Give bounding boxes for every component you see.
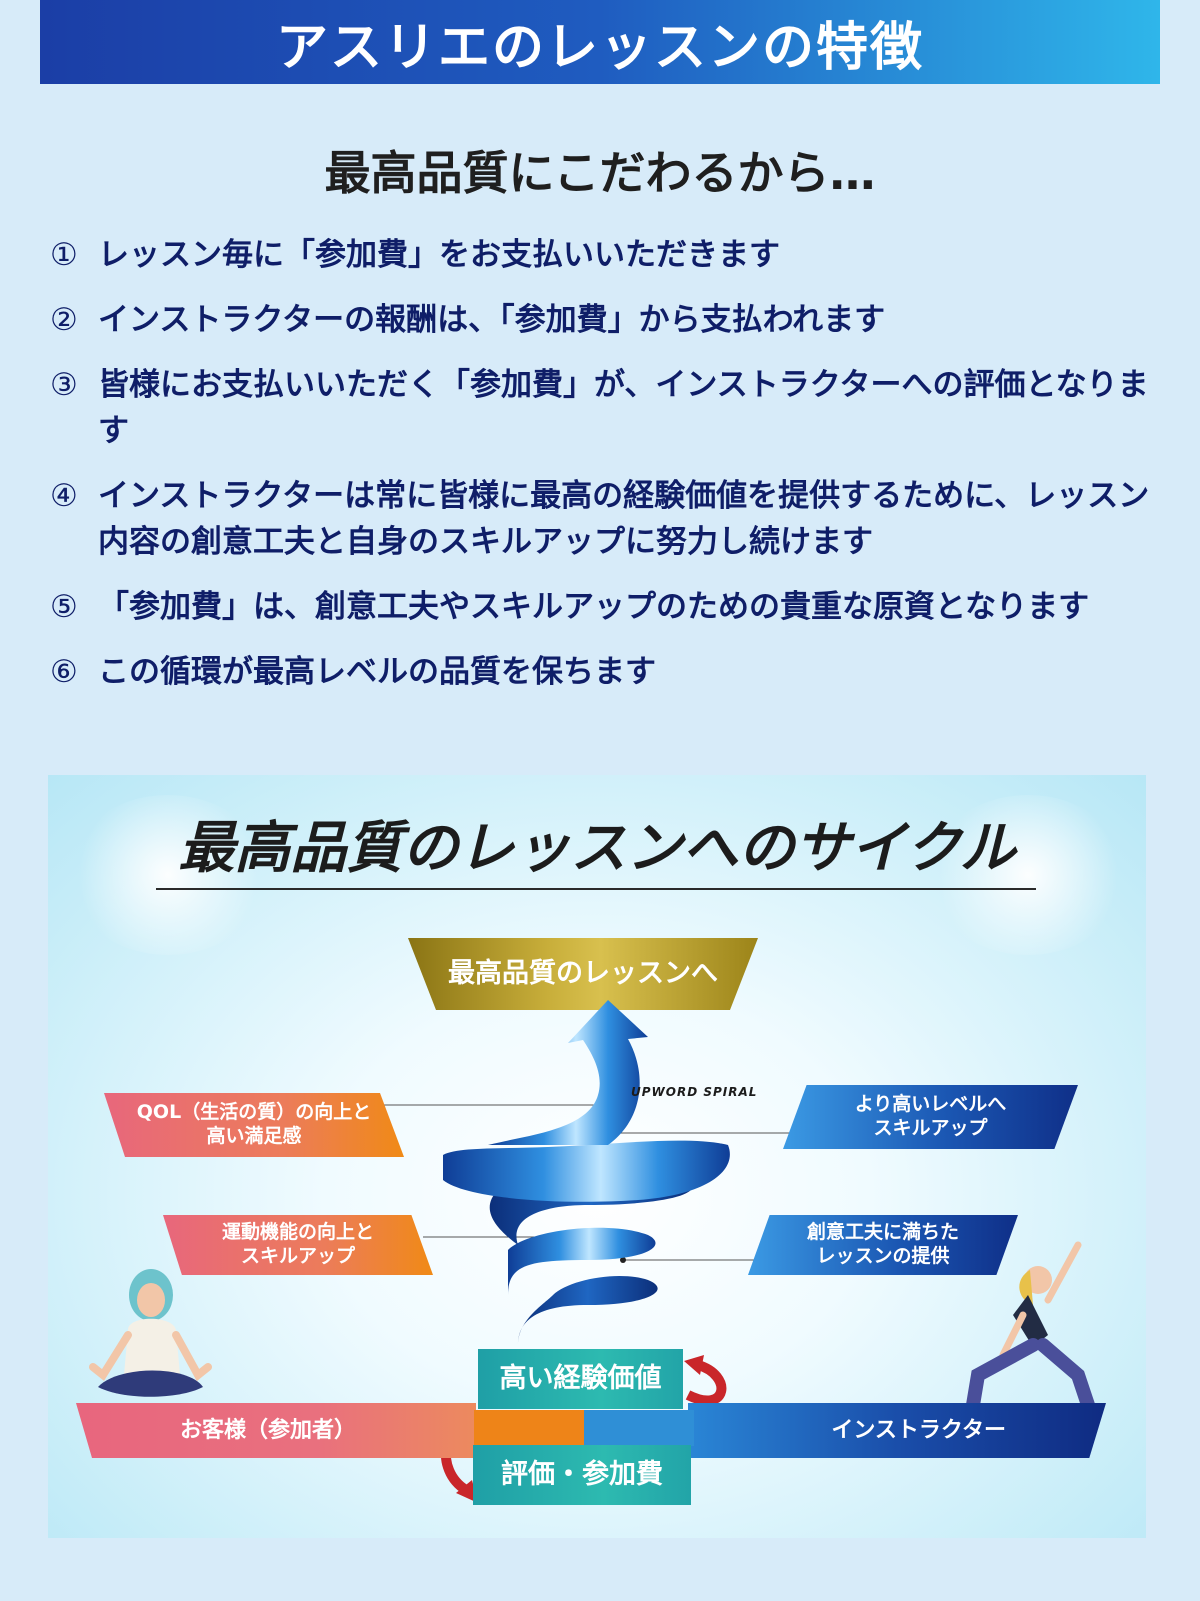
stretching-woman-illustration <box>966 1241 1095 1412</box>
item-text: インストラクターの報酬は、「参加費」から支払われます <box>98 302 886 338</box>
item-number: ④ <box>50 478 78 514</box>
subtitle: 最高品質にこだわるから… <box>324 146 876 200</box>
motor-function-banner: 運動機能の向上と スキルアップ <box>163 1215 433 1275</box>
cycle-diagram: 最高品質のレッスンへのサイクル 最高品質のレッスンへ <box>48 775 1146 1538</box>
list-item: ② インストラクターの報酬は、「参加費」から支払われます <box>50 297 1160 343</box>
cycle-arrow-right <box>685 1360 727 1406</box>
spiral-arrow <box>488 1000 648 1145</box>
cycle-arrowhead <box>684 1355 704 1375</box>
item-text: 「参加費」は、創意工夫やスキルアップのための貴重な原資となります <box>98 589 1090 625</box>
experience-value-badge: 高い経験価値 <box>478 1349 683 1409</box>
section-header: アスリエのレッスンの特徴 <box>40 0 1160 84</box>
light-glow <box>928 795 1128 955</box>
list-item: ③ 皆様にお支払いいただく「参加費」が、インストラクターへの評価となります <box>50 362 1160 454</box>
item-number: ① <box>50 237 78 273</box>
top-goal-banner: 最高品質のレッスンへ <box>408 938 758 1010</box>
item-number: ⑥ <box>50 654 78 690</box>
item-number: ③ <box>50 367 78 403</box>
light-glow <box>68 795 268 955</box>
meditating-woman-illustration <box>89 1269 212 1397</box>
item-number: ⑤ <box>50 589 78 625</box>
customer-banner: お客様（参加者） <box>76 1403 476 1458</box>
evaluation-fee-badge: 評価・参加費 <box>473 1445 691 1505</box>
item-text: レッスン毎に「参加費」をお支払いいただきます <box>98 237 780 273</box>
item-text: インストラクターは常に皆様に最高の経験価値を提供するために、レッスン内容の創意工… <box>98 478 1150 560</box>
spiral-ribbon <box>443 1140 730 1202</box>
list-item: ④ インストラクターは常に皆様に最高の経験価値を提供するために、レッスン内容の創意… <box>50 473 1160 565</box>
cycle-arrowhead <box>456 1480 478 1503</box>
benefit-qol-banner: QOL（生活の質）の向上と 高い満足感 <box>104 1093 404 1157</box>
skill-up-banner: より高いレベルへ スキルアップ <box>783 1085 1078 1149</box>
spiral-ribbon <box>518 1275 658 1345</box>
instructor-banner: インストラクター <box>688 1403 1106 1458</box>
creative-lesson-banner: 創意工夫に満ちた レッスンの提供 <box>748 1215 1018 1275</box>
spiral-label: UPWORD SPIRAL <box>631 1085 758 1099</box>
item-text: 皆様にお支払いいただく「参加費」が、インストラクターへの評価となります <box>98 367 1149 449</box>
item-number: ② <box>50 302 78 338</box>
list-item: ① レッスン毎に「参加費」をお支払いいただきます <box>50 232 1160 278</box>
spiral-ribbon <box>508 1227 656 1295</box>
band-orange <box>474 1410 584 1446</box>
list-item: ⑥ この循環が最高レベルの品質を保ちます <box>50 649 1160 695</box>
band-blue <box>584 1410 694 1446</box>
diagram-title: 最高品質のレッスンへのサイクル <box>178 816 1016 881</box>
section-title: アスリエのレッスンの特徴 <box>275 17 924 78</box>
connector-dot <box>620 1257 626 1263</box>
item-text: この循環が最高レベルの品質を保ちます <box>98 654 656 690</box>
spiral-graphic <box>89 1000 1095 1503</box>
feature-list: ① レッスン毎に「参加費」をお支払いいただきます ② インストラクターの報酬は、「参… <box>50 232 1160 714</box>
title-underline <box>156 888 1036 890</box>
list-item: ⑤ 「参加費」は、創意工夫やスキルアップのための貴重な原資となります <box>50 584 1160 630</box>
